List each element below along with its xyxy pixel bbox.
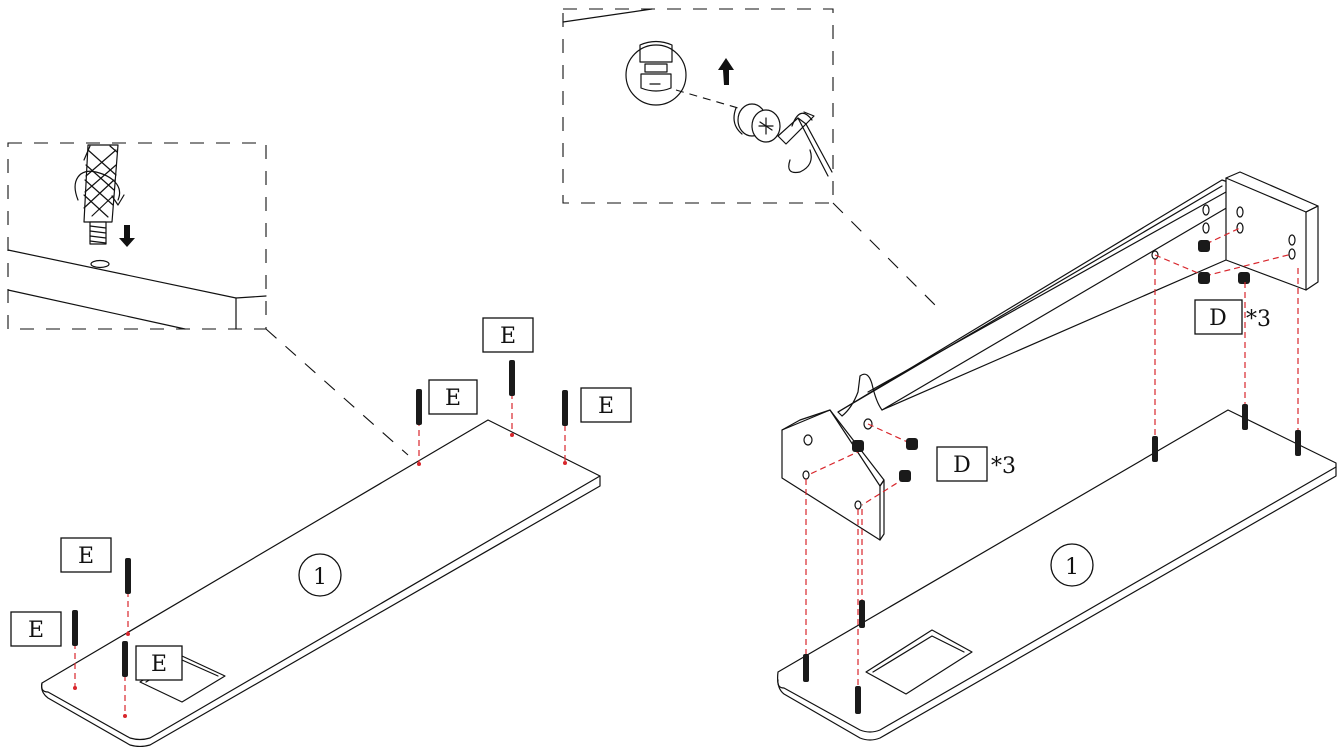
up-arrow-icon [718, 58, 734, 85]
svg-text:E: E [500, 324, 516, 349]
left-dowels [72, 360, 568, 677]
cam-D-3 [1238, 272, 1250, 284]
right-back-rail [837, 171, 1319, 417]
panel-number-left: 1 [298, 553, 342, 597]
panel-number-right: 1 [1050, 543, 1094, 587]
inset-leader-line [265, 328, 409, 456]
cam-inset-leader [832, 202, 939, 309]
svg-text:*3: *3 [1246, 307, 1271, 332]
cam-D-6 [899, 470, 911, 482]
cam-label-d-top: D *3 [1194, 299, 1271, 335]
svg-text:E: E [445, 386, 461, 411]
cam-D-2 [1198, 272, 1210, 284]
dowel-E-1 [416, 389, 422, 425]
right-left-end-panel [781, 409, 885, 541]
dowel-E-5 [72, 610, 78, 646]
cam-lock-detail-inset [562, 8, 834, 204]
svg-text:D: D [1209, 306, 1227, 331]
dowel-label-e-3: E [580, 387, 632, 423]
svg-text:E: E [151, 652, 167, 677]
dowel-E-4 [125, 558, 131, 594]
cam-label-d-middle: D *3 [936, 446, 1016, 482]
svg-text:E: E [78, 544, 94, 569]
dowel-E-3 [562, 390, 568, 426]
dowel-detail-inset [7, 142, 267, 330]
dowel-label-e-1: E [482, 317, 534, 353]
dowel-E-2 [509, 360, 515, 396]
svg-text:1: 1 [313, 565, 327, 590]
cam-D-4 [852, 440, 864, 452]
right-cam-fittings [807, 227, 1293, 506]
dowel-E-6 [122, 641, 128, 677]
hatched-grip-icon [74, 144, 135, 247]
right-dowel-guides [805, 259, 1299, 690]
dowel-label-e-4: E [60, 537, 112, 573]
svg-text:E: E [598, 394, 614, 419]
dowel-label-e-5: E [10, 611, 62, 647]
svg-text:1: 1 [1065, 555, 1079, 580]
dowel-label-e-6: E [135, 645, 183, 681]
svg-text:D: D [953, 453, 971, 478]
left-dowel-guides [74, 393, 566, 716]
svg-text:E: E [28, 618, 44, 643]
svg-text:*3: *3 [991, 454, 1016, 479]
right-dowels [803, 404, 1301, 714]
cam-fitting-icon [733, 103, 781, 143]
dowel-label-e-2: E [428, 379, 478, 415]
cam-D-5 [906, 438, 918, 450]
cam-D-1 [1198, 240, 1210, 252]
